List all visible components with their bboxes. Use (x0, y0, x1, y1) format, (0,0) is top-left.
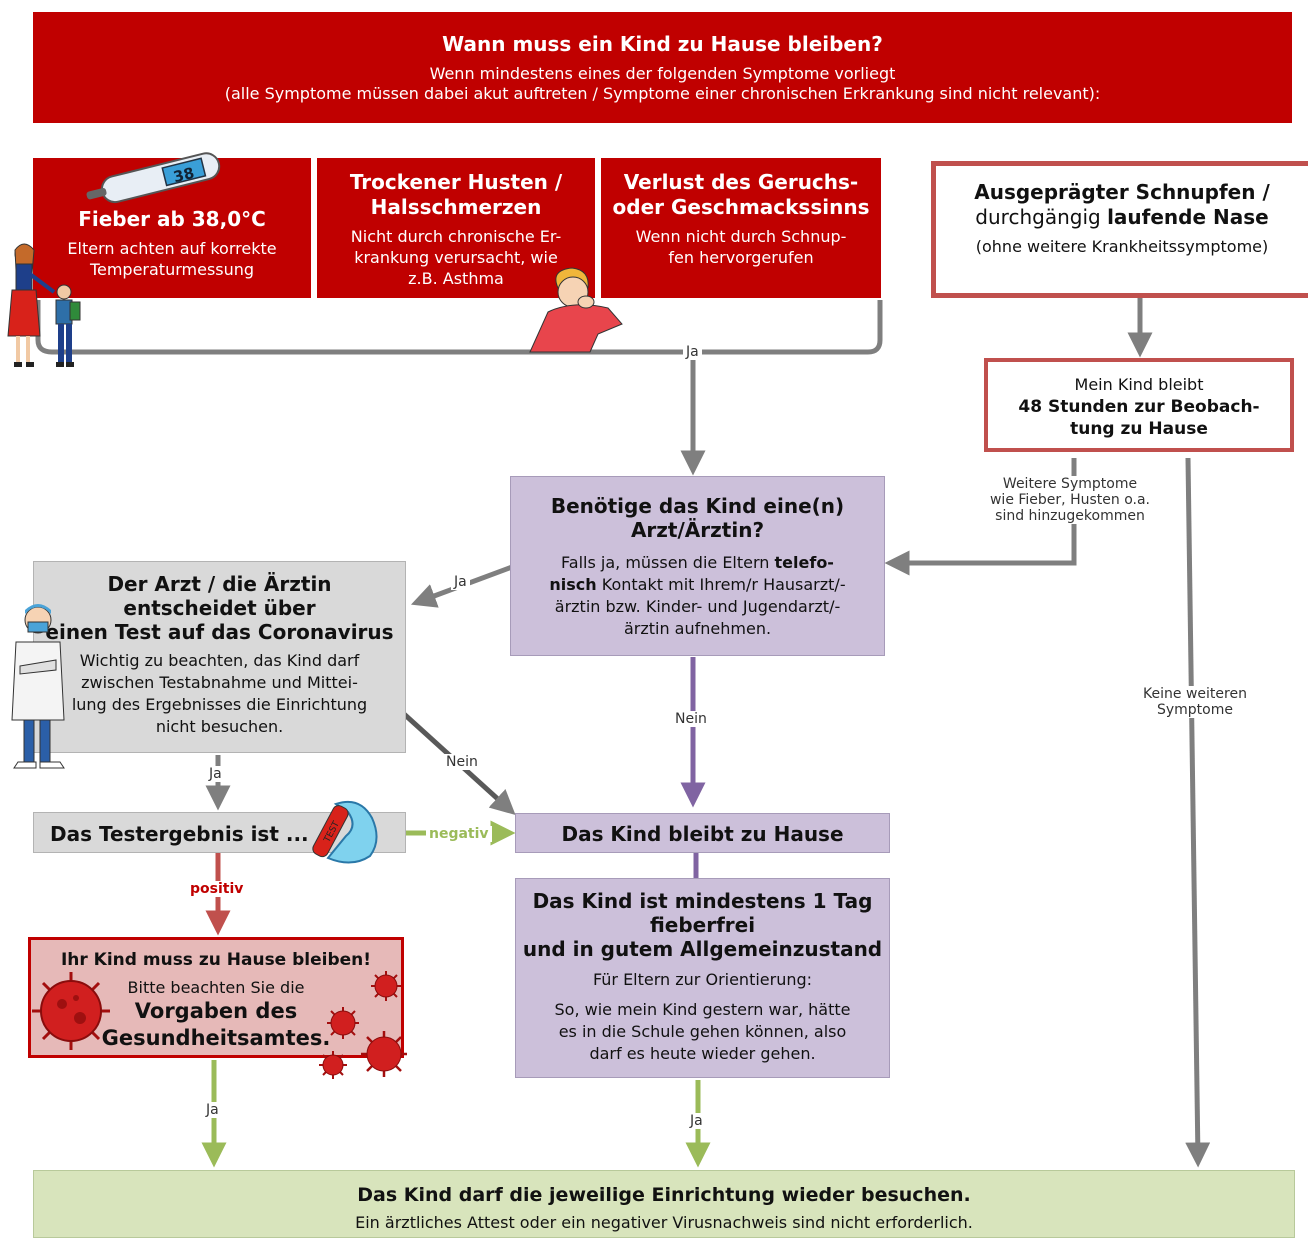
header-line1: Wenn mindestens eines der folgenden Symp… (429, 64, 896, 83)
label-ja-top: Ja (683, 344, 702, 360)
label-ja-bottom-left: Ja (203, 1102, 222, 1118)
further-line1: Weitere Symptome (1002, 476, 1138, 492)
doctor-decides-d2: zwischen Testabnahme und Mittei- (81, 673, 358, 692)
smell-title2: oder Geschmackssinns (612, 195, 870, 219)
doctor-q-d2a: nisch (549, 575, 597, 594)
observe-box: Mein Kind bleibt 48 Stunden zur Beobach-… (984, 358, 1294, 452)
doctor-illustration-icon (11, 604, 65, 769)
cough-desc2: krankung verursacht, wie (354, 248, 558, 267)
cough-desc1: Nicht durch chronische Er- (350, 227, 562, 246)
cough-title2: Halsschmerzen (370, 195, 542, 219)
observe-line1: Mein Kind bleibt (1074, 375, 1204, 394)
doctor-decides-d3: lung des Ergebnisses die Einrichtung (71, 695, 368, 714)
doctor-decides-d4: nicht besuchen. (155, 717, 284, 736)
virus-icon-small-1 (371, 971, 401, 1001)
coughing-child-illustration-icon (529, 267, 623, 353)
doctor-decides-d1: Wichtig zu beachten, das Kind darf (79, 651, 360, 670)
fever-free-title1: Das Kind ist mindestens 1 Tag (532, 889, 873, 913)
label-nein-mid: Nein (672, 711, 710, 727)
must-stay-title: Ihr Kind muss zu Hause bleiben! (60, 950, 372, 970)
stay-home-box: Das Kind bleibt zu Hause (515, 813, 890, 853)
fever-free-d3: darf es heute wieder gehen. (589, 1044, 816, 1063)
test-vial-hand-icon: TEST (312, 800, 378, 864)
smell-desc1: Wenn nicht durch Schnup- (635, 227, 847, 246)
arrow-no-further (1185, 457, 1211, 1168)
doctor-question-title2: Arzt/Ärztin? (630, 518, 765, 542)
doctor-q-d4: ärztin aufnehmen. (623, 619, 772, 638)
label-ja-test: Ja (206, 766, 225, 782)
fever-desc2: Temperaturmessung (89, 260, 255, 279)
further-line2: wie Fieber, Husten o.a. (989, 492, 1150, 508)
must-stay-l2: Vorgaben des (134, 999, 298, 1023)
fever-desc1: Eltern achten auf korrekte (67, 239, 277, 258)
symptom-cold: Ausgeprägter Schnupfen / durchgängig lau… (931, 161, 1308, 298)
doctor-question-box: Benötige das Kind eine(n) Arzt/Ärztin? F… (510, 476, 885, 656)
cold-desc: (ohne weitere Krankheitssymptome) (975, 237, 1269, 256)
label-positiv: positiv (187, 881, 247, 897)
observe-line2: 48 Stunden zur Beobach- (1018, 397, 1260, 417)
doctor-decides-title2: entscheidet über (123, 596, 316, 620)
smell-title1: Verlust des Geruchs- (623, 170, 859, 194)
symptom-smell: Verlust des Geruchs- oder Geschmackssinn… (601, 158, 881, 298)
doctor-decides-title3: einen Test auf das Coronavirus (45, 620, 394, 644)
test-result-label: Das Testergebnis ist ... (50, 822, 309, 846)
virus-icon-small-2 (327, 1007, 359, 1039)
virus-icon-large (32, 972, 110, 1050)
stay-home-label: Das Kind bleibt zu Hause (561, 822, 844, 846)
label-nein-diag: Nein (443, 754, 481, 770)
observe-line3: tung zu Hause (1070, 419, 1208, 439)
no-further-line2: Symptome (1156, 702, 1233, 718)
fever-title: Fieber ab 38,0°C (78, 207, 266, 231)
thermometer-value: 38 (171, 164, 196, 187)
cough-title1: Trockener Husten / (349, 170, 563, 194)
doctor-decides-title1: Der Arzt / die Ärztin (107, 572, 332, 596)
fever-free-box: Das Kind ist mindestens 1 Tag fieberfrei… (515, 878, 890, 1078)
cold-title2b: laufende Nase (1107, 205, 1269, 229)
cold-title2a: durchgängig (975, 205, 1108, 229)
label-ja-left: Ja (451, 574, 470, 590)
doctor-q-d3: ärztin bzw. Kinder- und Jugendarzt/- (554, 597, 841, 616)
header-banner: Wann muss ein Kind zu Hause bleiben? Wen… (33, 12, 1292, 123)
symptom-bracket (35, 300, 883, 355)
fever-free-title2: fieberfrei (649, 913, 756, 937)
doctor-decides-box: Der Arzt / die Ärztin entscheidet über e… (33, 561, 406, 753)
header-title: Wann muss ein Kind zu Hause bleiben? (442, 32, 883, 56)
further-line3: sind hinzugekommen (995, 508, 1145, 524)
doctor-q-d2b: Kontakt mit Ihrem/r Hausarzt/- (596, 575, 846, 594)
doctor-q-d1b: telefo- (774, 553, 834, 572)
label-further-symptoms: Weitere Symptome wie Fieber, Husten o.a.… (982, 476, 1158, 524)
must-stay-l3: Gesundheitsamtes. (101, 1026, 331, 1050)
parent-child-illustration-icon (7, 243, 81, 367)
doctor-q-d1a: Falls ja, müssen die Eltern (561, 553, 775, 572)
header-line2: (alle Symptome müssen dabei akut auftret… (224, 84, 1101, 103)
symptom-fever: Fieber ab 38,0°C Eltern achten auf korre… (33, 158, 311, 298)
virus-icon-small-3 (319, 1051, 347, 1079)
label-no-further: Keine weiteren Symptome (1132, 686, 1258, 718)
cough-desc3: z.B. Asthma (408, 269, 504, 288)
no-further-line1: Keine weiteren (1143, 686, 1247, 702)
label-negativ: negativ (426, 826, 492, 842)
cold-title1: Ausgeprägter Schnupfen / (974, 180, 1270, 204)
return-box: Das Kind darf die jeweilige Einrichtung … (33, 1170, 1295, 1238)
virus-icon-medium (361, 1031, 407, 1077)
symptom-cough: Trockener Husten / Halsschmerzen Nicht d… (317, 158, 595, 298)
must-stay-l1: Bitte beachten Sie die (127, 978, 305, 997)
thermometer-icon: 38 (86, 152, 221, 204)
smell-desc2: fen hervorgerufen (668, 248, 814, 267)
return-title: Das Kind darf die jeweilige Einrichtung … (357, 1184, 971, 1206)
label-ja-bottom-mid: Ja (687, 1113, 706, 1129)
fever-free-title3: und in gutem Allgemeinzustand (522, 937, 883, 961)
fever-free-d2: es in die Schule gehen können, also (558, 1022, 847, 1041)
doctor-question-title1: Benötige das Kind eine(n) (550, 494, 845, 518)
fever-free-orient: Für Eltern zur Orientierung: (592, 970, 813, 989)
return-desc: Ein ärztliches Attest oder ein negativer… (355, 1213, 973, 1232)
fever-free-d1: So, wie mein Kind gestern war, hätte (554, 1000, 851, 1019)
